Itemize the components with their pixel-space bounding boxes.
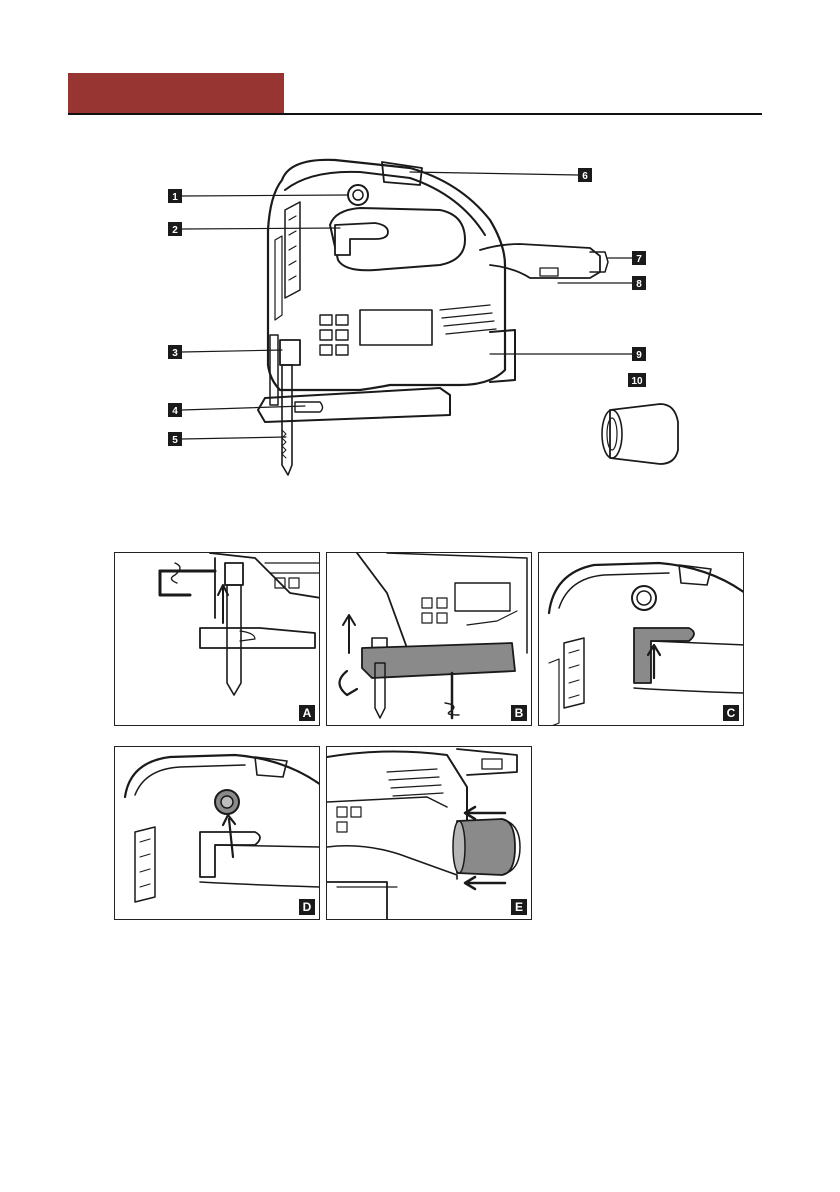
svg-text:9: 9	[636, 350, 642, 361]
callout-1: 1	[168, 189, 182, 203]
panel-letter: B	[511, 705, 527, 721]
dust-adaptor	[602, 404, 678, 464]
svg-text:8: 8	[636, 279, 642, 290]
panel-letter: E	[511, 899, 527, 915]
callout-5: 5	[168, 432, 182, 446]
saw-blade	[282, 365, 292, 475]
svg-text:3: 3	[172, 348, 178, 359]
svg-text:10: 10	[631, 376, 643, 387]
callout-9: 9	[632, 347, 646, 361]
jigsaw-body	[268, 160, 505, 390]
callout-3: 3	[168, 345, 182, 359]
panel-a: A	[114, 552, 320, 726]
panel-b: B	[326, 552, 532, 726]
base-plate	[258, 388, 450, 422]
callout-6: 6	[578, 168, 592, 182]
panel-letter: C	[723, 705, 739, 721]
svg-text:5: 5	[172, 435, 178, 446]
header-rule	[68, 113, 762, 115]
lock-on-button	[348, 185, 368, 205]
panel-e: E	[326, 746, 532, 920]
blade-clamp	[280, 340, 300, 365]
label-plate	[360, 310, 432, 345]
dust-extraction-port	[490, 330, 515, 382]
panel-c: C	[538, 552, 744, 726]
svg-text:2: 2	[172, 225, 178, 236]
svg-text:4: 4	[172, 406, 178, 417]
panel-letter: A	[299, 705, 315, 721]
callout-7: 7	[632, 251, 646, 265]
callout-4: 4	[168, 403, 182, 417]
svg-text:7: 7	[636, 254, 642, 265]
section-header-bar	[68, 73, 284, 113]
callout-8: 8	[632, 276, 646, 290]
panel-letter: D	[299, 899, 315, 915]
trigger-switch	[335, 223, 388, 255]
jigsaw-overview-figure: 1 2 3 4 5 6 7 8 9 10	[160, 140, 700, 495]
panel-d: D	[114, 746, 320, 920]
callout-10: 10	[628, 373, 646, 387]
callout-2: 2	[168, 222, 182, 236]
svg-text:1: 1	[172, 192, 178, 203]
svg-text:6: 6	[582, 171, 588, 182]
